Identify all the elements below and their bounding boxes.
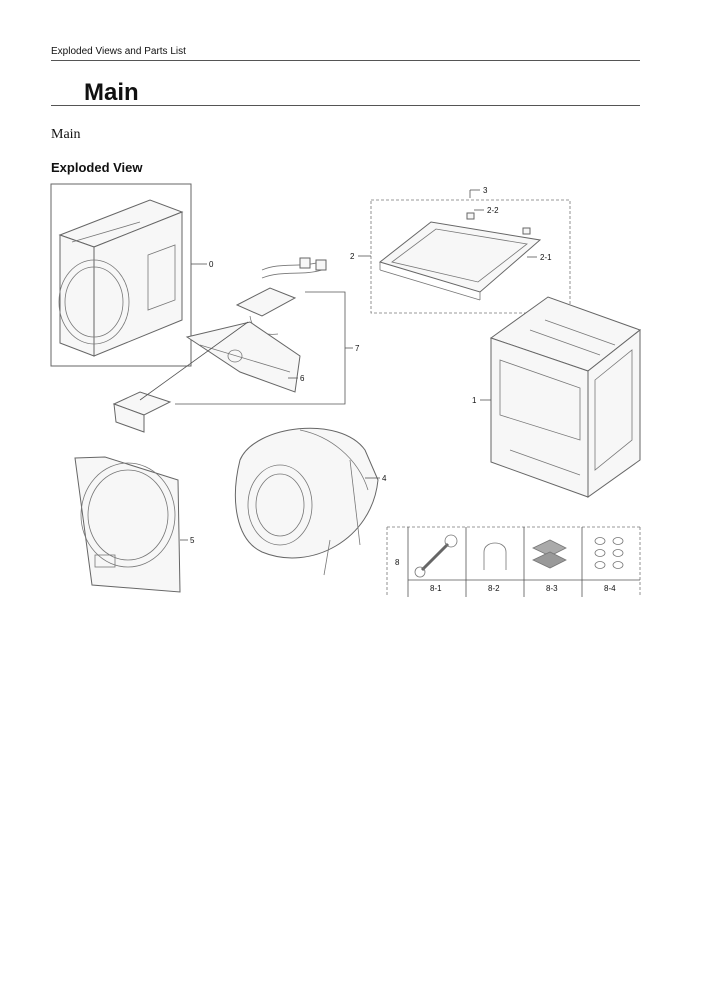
part-0-washer [50, 183, 207, 367]
part-4-tub-assembly [234, 427, 380, 576]
part-2-top-cover [358, 189, 571, 314]
page-title-text: Main [84, 79, 139, 106]
callout-8-2: 8-2 [488, 584, 500, 593]
hose-guide-icon [483, 542, 507, 570]
wrench-icon [420, 542, 450, 572]
part-1-cabinet [480, 296, 642, 498]
callout-8-4: 8-4 [604, 584, 616, 593]
page-title: Main [51, 79, 640, 106]
callout-5: 5 [190, 536, 195, 545]
callout-0: 0 [209, 260, 214, 269]
page-header-text: Exploded Views and Parts List [51, 46, 186, 57]
page-header: Exploded Views and Parts List [51, 46, 640, 61]
pad-icon [532, 539, 567, 569]
section-title: Exploded View [51, 160, 143, 175]
callout-2-2: 2-2 [487, 206, 499, 215]
cap-icon [594, 537, 624, 569]
callout-2: 2 [350, 252, 355, 261]
callout-1: 1 [472, 396, 477, 405]
callout-4: 4 [382, 474, 387, 483]
callout-8: 8 [395, 558, 400, 567]
callout-8-1: 8-1 [430, 584, 442, 593]
callout-7: 7 [355, 344, 360, 353]
callout-2-1: 2-1 [540, 253, 552, 262]
part-8-accessory-kit [386, 526, 641, 597]
callout-6: 6 [300, 374, 305, 383]
callout-8-3: 8-3 [546, 584, 558, 593]
dispenser-drawer [112, 321, 249, 433]
subheading: Main [51, 127, 81, 142]
callout-3: 3 [483, 186, 488, 195]
part-6-control-panel [185, 321, 301, 393]
part-5-front-panel [74, 456, 188, 593]
